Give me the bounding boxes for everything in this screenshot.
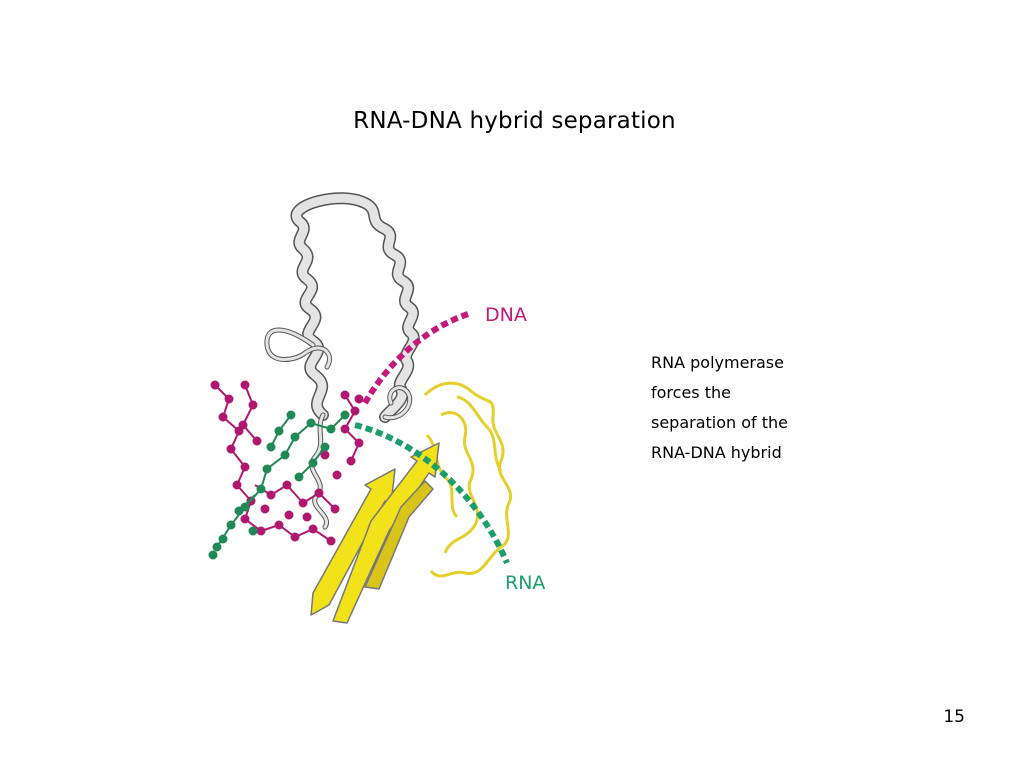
caption-line: separation of the bbox=[651, 413, 789, 432]
rna-dotted-path bbox=[354, 422, 510, 565]
rna-label: RNA bbox=[505, 572, 545, 594]
caption-line: RNA polymerase bbox=[651, 353, 784, 372]
beta-sheet-arrows bbox=[310, 442, 440, 624]
rna-strands bbox=[208, 410, 350, 560]
dna-label: DNA bbox=[485, 304, 527, 326]
caption-text: RNA polymerase forces the separation of … bbox=[651, 348, 871, 468]
dna-dotted-path bbox=[362, 310, 472, 405]
caption-line: forces the bbox=[651, 383, 731, 402]
caption-line: RNA-DNA hybrid bbox=[651, 443, 782, 462]
slide-title: RNA-DNA hybrid separation bbox=[353, 108, 676, 134]
protein-helix-ribbon bbox=[264, 192, 420, 530]
rna-dna-structure-figure: DNA RNA bbox=[195, 185, 575, 635]
dna-strands bbox=[210, 380, 364, 546]
page-number: 15 bbox=[943, 707, 965, 727]
